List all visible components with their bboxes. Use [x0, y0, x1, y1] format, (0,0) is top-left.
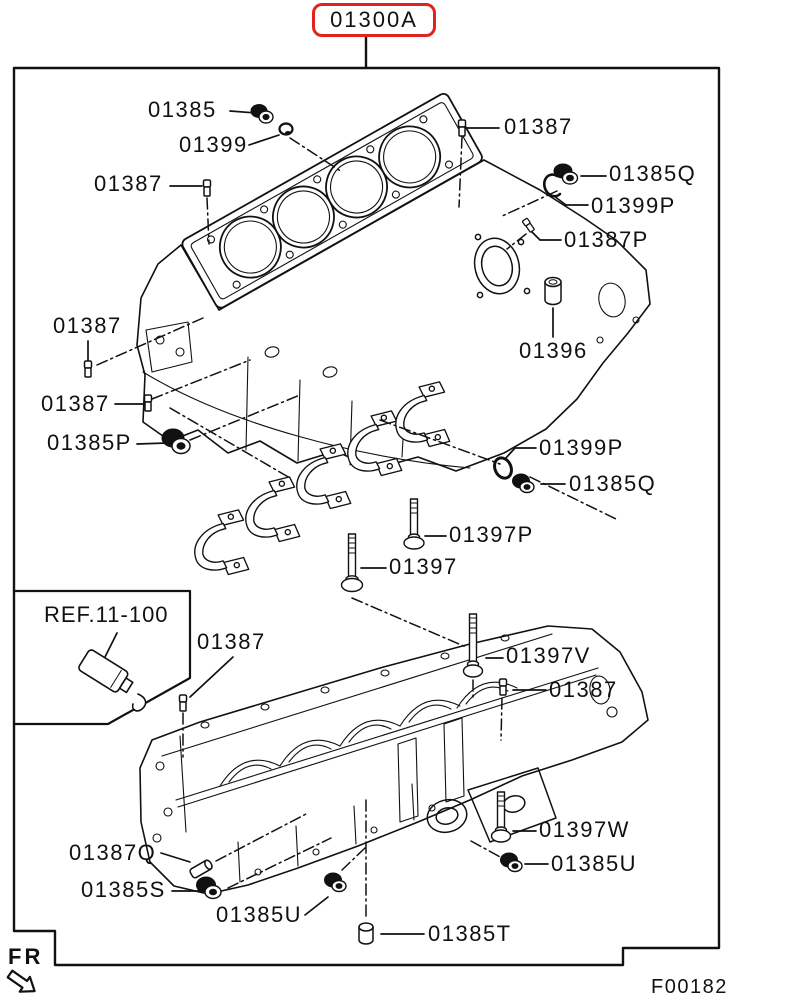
callout-01385P[interactable]: 01385P: [47, 430, 132, 455]
callout-01397P[interactable]: 01397P: [449, 522, 534, 547]
ref-note[interactable]: REF.11-100: [44, 602, 169, 627]
assembly-callout-01300A[interactable]: 01300A: [312, 3, 436, 37]
part-grommet-01385Q-mid: [512, 473, 535, 494]
part-dowel-01396: [544, 276, 562, 306]
frame-border: [12, 31, 721, 967]
figure-code: F00182: [651, 976, 728, 998]
part-oring-01399P-mid: [493, 456, 513, 480]
callout-01399[interactable]: 01399: [179, 132, 248, 157]
callout-01387-d[interactable]: 01387: [41, 391, 110, 416]
part-bolt-01397P: [403, 498, 425, 550]
part-plug-01385U-right: [500, 852, 523, 873]
callout-01397W[interactable]: 01397W: [539, 817, 630, 842]
callout-01387-e[interactable]: 01387: [197, 629, 266, 654]
part-pin-01387Q: [189, 859, 213, 879]
callout-01397V[interactable]: 01397V: [506, 643, 591, 668]
part-plug-01385T: [358, 922, 374, 945]
part-glyphs: [6, 104, 579, 993]
part-bolt-01387: [143, 394, 153, 412]
part-cap-01385Q: [553, 163, 579, 185]
callout-01387-b[interactable]: 01387: [504, 114, 573, 139]
part-bolt-01387: [202, 179, 212, 197]
callout-01387-f[interactable]: 01387: [549, 677, 618, 702]
part-bolt-01387: [83, 360, 93, 378]
part-bolt-01397V: [462, 613, 484, 678]
part-seal-01399: [278, 122, 294, 136]
leader-lines: [87, 110, 607, 935]
callout-01385S[interactable]: 01385S: [81, 877, 166, 902]
callout-01399P-a[interactable]: 01399P: [591, 193, 676, 218]
callout-01387-a[interactable]: 01387: [94, 171, 163, 196]
callout-01399P-b[interactable]: 01399P: [539, 435, 624, 460]
part-grommet-01385S: [196, 876, 222, 900]
sealant-tube: [78, 649, 134, 694]
callout-01385Q-a[interactable]: 01385Q: [609, 161, 697, 186]
part-bolt-01387: [457, 119, 467, 137]
callout-01387-c[interactable]: 01387: [53, 313, 122, 338]
front-direction-arrow: [6, 969, 36, 993]
callout-01385T[interactable]: 01385T: [428, 921, 512, 946]
part-bolt-01387: [178, 694, 188, 712]
part-plug-01385U-bottom: [324, 872, 347, 893]
callout-01385U-a[interactable]: 01385U: [551, 851, 638, 876]
part-oring-01399P: [542, 173, 562, 198]
ref-inset-box: [12, 589, 192, 726]
part-bolt-01397: [340, 533, 364, 593]
sealant-drop: [131, 693, 147, 712]
assembly-axis-lines: [96, 136, 617, 918]
callout-01387P[interactable]: 01387P: [564, 227, 649, 252]
part-bolt-01387: [498, 678, 508, 696]
cylinder-deck: [181, 93, 483, 309]
callout-01385[interactable]: 01385: [148, 97, 217, 122]
part-cap-01385P: [161, 428, 191, 455]
front-marker-label: FR: [8, 944, 44, 969]
callout-01397[interactable]: 01397: [389, 554, 458, 579]
callout-01396[interactable]: 01396: [519, 338, 588, 363]
callout-01385U-b[interactable]: 01385U: [216, 902, 303, 927]
part-plug-01385: [250, 104, 274, 124]
callout-01385Q-b[interactable]: 01385Q: [569, 471, 657, 496]
part-bolt-01397W: [490, 791, 512, 843]
callout-01387Q[interactable]: 01387Q: [69, 840, 157, 865]
